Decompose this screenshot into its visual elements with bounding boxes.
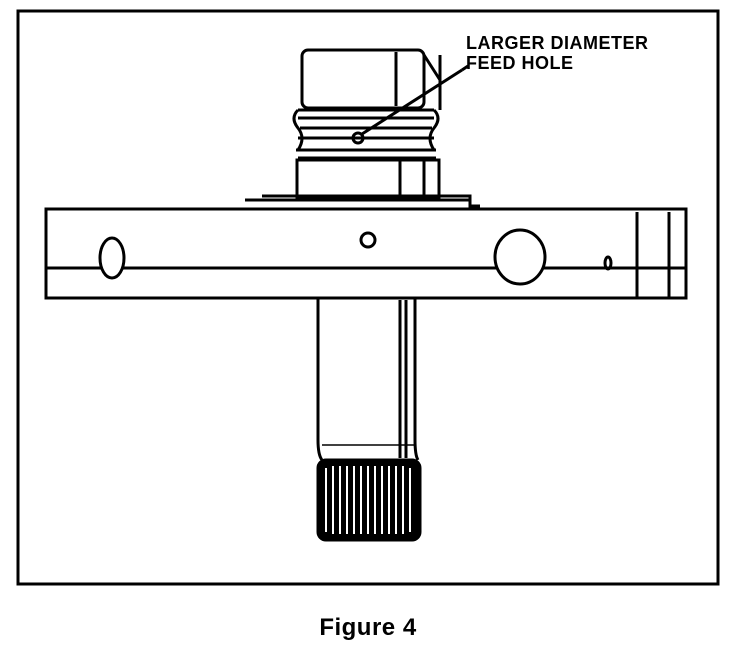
feed-hole [351,131,365,145]
figure-frame [16,9,720,586]
callout-line-1: LARGER DIAMETER [466,33,649,53]
small-hole [359,231,377,249]
upper-cylinder [245,48,480,208]
callout-line-2: FEED HOLE [466,53,574,73]
splined-end [316,458,422,542]
callout-label: LARGER DIAMETER FEED HOLE [466,33,649,73]
main-bar [44,207,688,300]
callout-leader [361,68,463,136]
side-port-left [98,236,126,280]
large-port [493,228,547,286]
figure-caption: Figure 4 [319,614,417,641]
lower-shaft [316,298,420,461]
